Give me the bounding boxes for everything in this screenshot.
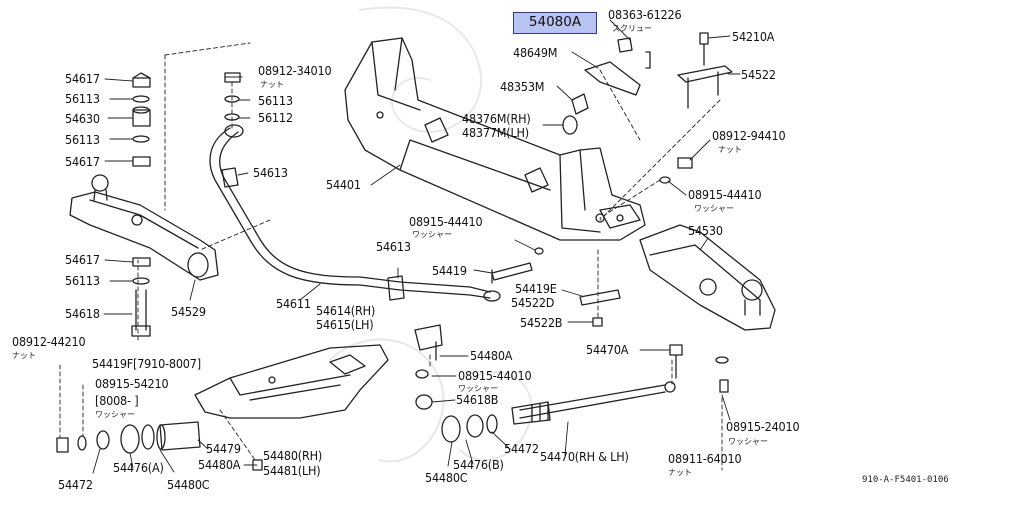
part-label-56112[interactable]: 56112 bbox=[258, 110, 293, 125]
part-label-54614[interactable]: 54614(RH) bbox=[316, 303, 376, 318]
sub-label-washer-4: ワッシャー bbox=[458, 384, 498, 393]
part-label-54522[interactable]: 54522 bbox=[741, 67, 776, 82]
part-label-08912-44210[interactable]: 08912-44210 bbox=[12, 334, 86, 349]
part-label-08915-24010[interactable]: 08915-24010 bbox=[726, 419, 800, 434]
part-label-54529[interactable]: 54529 bbox=[171, 304, 206, 319]
part-label-48377M[interactable]: 48377M(LH) bbox=[462, 125, 529, 140]
lower-arm-54529 bbox=[69, 174, 219, 281]
part-label-54480C-right[interactable]: 54480C bbox=[425, 470, 468, 485]
part-label-08911-64010[interactable]: 08911-64010 bbox=[668, 451, 742, 466]
part-label-54630[interactable]: 54630 bbox=[65, 111, 100, 126]
part-label-56113-3[interactable]: 56113 bbox=[258, 93, 293, 108]
part-label-56113-4[interactable]: 56113 bbox=[65, 273, 100, 288]
part-label-54480A-right[interactable]: 54480A bbox=[470, 348, 513, 363]
part-label-54617-top[interactable]: 54617 bbox=[65, 71, 100, 86]
sub-label-washer-2: ワッシャー bbox=[412, 230, 452, 239]
part-label-56113-2[interactable]: 56113 bbox=[65, 132, 100, 147]
dashed-leader-lines bbox=[59, 42, 723, 471]
part-label-54401[interactable]: 54401 bbox=[326, 177, 361, 192]
watermark-emblem bbox=[329, 6, 533, 463]
bushing-set-left bbox=[56, 421, 201, 454]
part-label-54476A[interactable]: 54476(A) bbox=[113, 460, 164, 475]
part-label-08912-94410[interactable]: 08912-94410 bbox=[712, 128, 786, 143]
center-small-hardware bbox=[252, 37, 651, 471]
highlighted-part-54080A[interactable]: 54080A bbox=[513, 12, 597, 34]
part-label-54470A[interactable]: 54470A bbox=[586, 342, 629, 357]
sub-label-nut-3: ナット bbox=[12, 351, 36, 360]
part-label-08912-34010[interactable]: 08912-34010 bbox=[258, 63, 332, 78]
sub-label-nut-4: ナット bbox=[668, 468, 692, 477]
label-leader-lines bbox=[92, 19, 741, 474]
part-label-54480A-bottom[interactable]: 54480A bbox=[198, 457, 241, 472]
part-label-56113-1[interactable]: 56113 bbox=[65, 91, 100, 106]
part-label-8008[interactable]: [8008- ] bbox=[95, 393, 139, 408]
part-label-54210A[interactable]: 54210A bbox=[732, 29, 775, 44]
part-label-54470[interactable]: 54470(RH & LH) bbox=[540, 449, 629, 464]
part-label-54480C-left[interactable]: 54480C bbox=[167, 477, 210, 492]
part-label-54479[interactable]: 54479 bbox=[206, 441, 241, 456]
part-label-54618B[interactable]: 54618B bbox=[456, 392, 499, 407]
part-label-54419E[interactable]: 54419E bbox=[515, 281, 557, 296]
part-label-08915-44010[interactable]: 08915-44010 bbox=[458, 368, 532, 383]
part-label-54522B[interactable]: 54522B bbox=[520, 315, 563, 330]
part-label-08915-54210[interactable]: 08915-54210 bbox=[95, 376, 169, 391]
part-label-54522D[interactable]: 54522D bbox=[511, 295, 555, 310]
stabilizer-small-parts bbox=[224, 72, 241, 121]
sub-label-nut-1: ナット bbox=[718, 145, 742, 154]
sub-label-washer-5: ワッシャー bbox=[728, 437, 768, 446]
part-label-54472-right[interactable]: 54472 bbox=[504, 441, 539, 456]
part-label-54419F[interactable]: 54419F[7910-8007] bbox=[92, 356, 201, 371]
part-label-54613-left[interactable]: 54613 bbox=[253, 165, 288, 180]
strut-rod-54470 bbox=[511, 381, 676, 425]
part-label-08915-44410-left[interactable]: 08915-44410 bbox=[409, 214, 483, 229]
crossmember-54401 bbox=[344, 37, 646, 241]
part-label-54613-center[interactable]: 54613 bbox=[376, 239, 411, 254]
part-label-54617-mid[interactable]: 54617 bbox=[65, 154, 100, 169]
sub-label-nut-2: ナット bbox=[260, 80, 284, 89]
sub-label-washer-3: ワッシャー bbox=[95, 410, 135, 419]
part-label-54611[interactable]: 54611 bbox=[276, 296, 311, 311]
sub-label-screw: スクリュー bbox=[612, 24, 652, 33]
part-label-48649M[interactable]: 48649M bbox=[513, 45, 558, 60]
part-label-54615[interactable]: 54615(LH) bbox=[316, 317, 374, 332]
bushing-set-right bbox=[415, 394, 498, 443]
part-label-48376M[interactable]: 48376M(RH) bbox=[462, 111, 531, 126]
lower-plate-54480 bbox=[194, 344, 389, 419]
part-label-54481LH[interactable]: 54481(LH) bbox=[263, 463, 321, 478]
part-label-08363-61226[interactable]: 08363-61226 bbox=[608, 7, 682, 22]
part-label-54480RH[interactable]: 54480(RH) bbox=[263, 448, 323, 463]
stabilizer-bar-54611 bbox=[209, 124, 501, 302]
part-label-54617-low[interactable]: 54617 bbox=[65, 252, 100, 267]
part-label-48353M[interactable]: 48353M bbox=[500, 79, 545, 94]
part-label-54618[interactable]: 54618 bbox=[65, 306, 100, 321]
lower-arm-54530 bbox=[639, 224, 776, 331]
part-label-54476B[interactable]: 54476(B) bbox=[453, 457, 504, 472]
part-label-54419[interactable]: 54419 bbox=[432, 263, 467, 278]
part-label-54530[interactable]: 54530 bbox=[688, 223, 723, 238]
part-label-54472-left[interactable]: 54472 bbox=[58, 477, 93, 492]
sub-label-washer-1: ワッシャー bbox=[694, 204, 734, 213]
part-label-08915-44410-right[interactable]: 08915-44410 bbox=[688, 187, 762, 202]
diagram-code: 910-A-F5401-0106 bbox=[862, 475, 949, 485]
left-stack-parts bbox=[131, 72, 151, 337]
